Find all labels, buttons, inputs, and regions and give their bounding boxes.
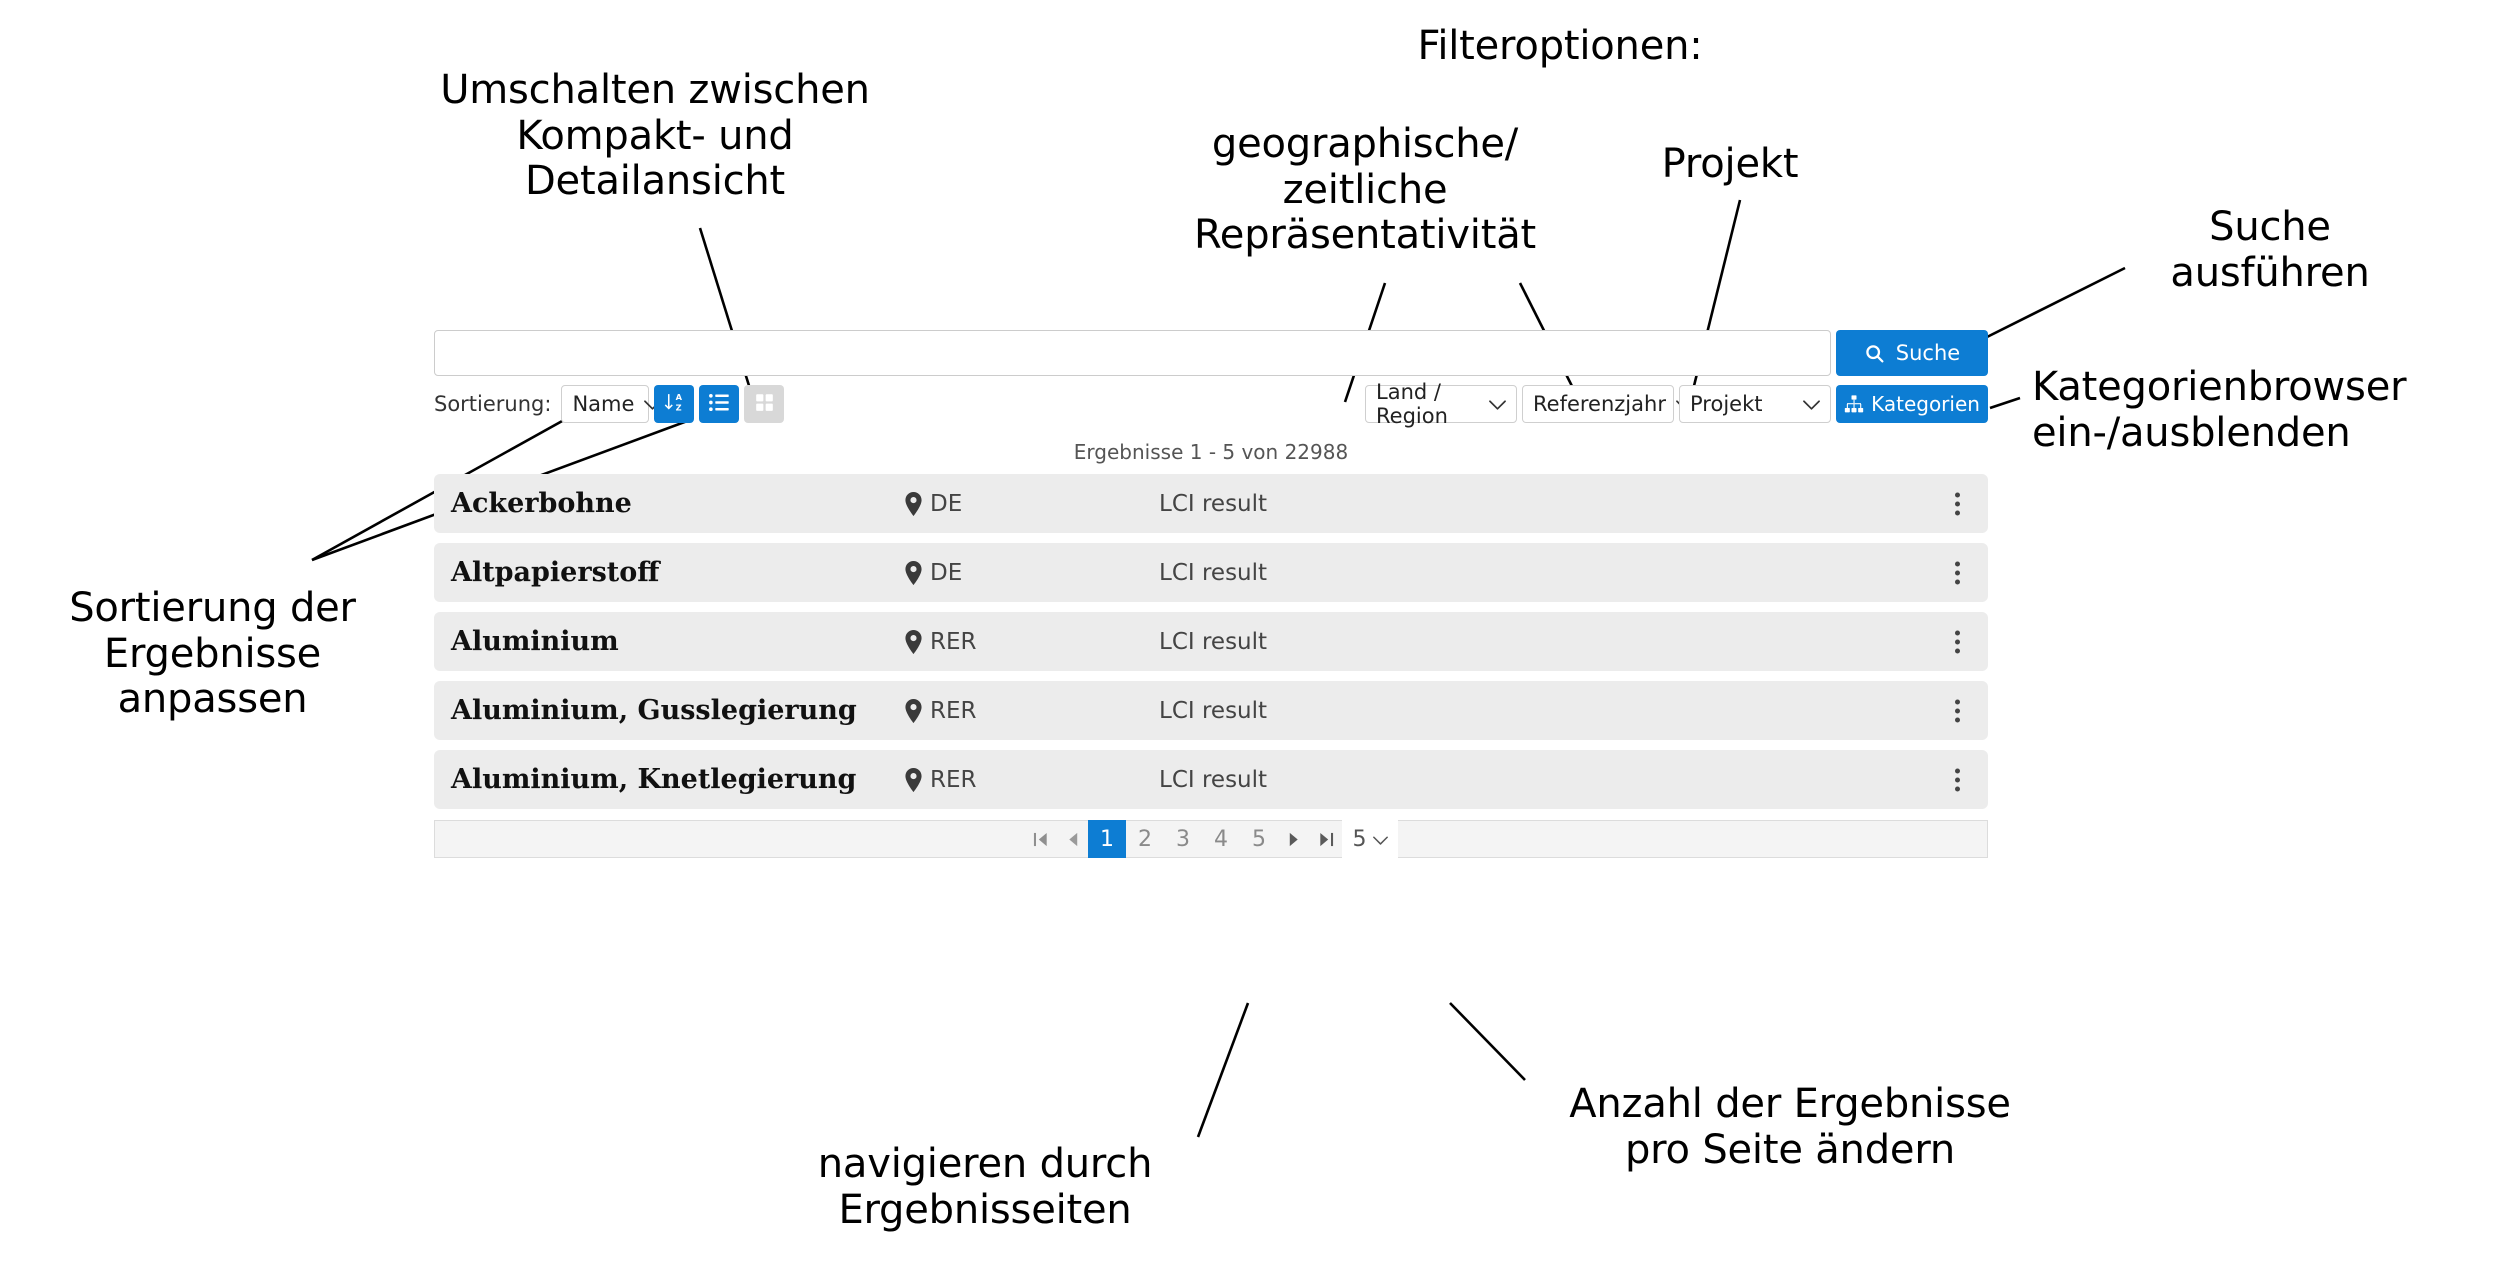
result-geo: RER [904,767,1159,793]
svg-text:Z: Z [676,403,682,413]
search-button-label: Suche [1895,341,1961,365]
map-pin-icon [904,767,923,792]
result-geo-label: DE [930,490,963,517]
table-row[interactable]: Aluminium, Gusslegierung RER LCI result [434,681,1988,740]
result-geo-label: RER [930,697,977,724]
search-bar: Suche [434,330,1988,376]
result-type: LCI result [1159,490,1268,517]
page-button-2[interactable]: 2 [1138,826,1152,852]
grid-view-button[interactable] [744,385,785,423]
kebab-menu-icon[interactable] [1951,557,1964,588]
search-icon [1864,343,1885,364]
map-pin-icon [904,560,923,585]
annotation-run-search: Suche ausführen [2170,204,2370,296]
annotation-page-size: Anzahl der Ergebnisse pro Seite ändern [1569,1081,2011,1173]
result-type: LCI result [1159,766,1268,793]
result-geo-label: RER [930,628,977,655]
search-input[interactable] [434,330,1831,376]
annotation-view-toggle: Umschalten zwischen Kompakt- und Detaila… [440,67,870,205]
last-page-icon[interactable] [1310,820,1342,858]
result-name: Aluminium, Knetlegierung [451,764,857,795]
first-page-icon[interactable] [1024,820,1056,858]
page-button-5[interactable]: 5 [1252,826,1266,852]
page-button-1[interactable]: 1 [1088,820,1126,858]
prev-page-icon[interactable] [1056,820,1088,858]
controls-row: Sortierung: Name A Z [434,380,1988,428]
kebab-menu-icon[interactable] [1951,695,1964,726]
sort-direction-button[interactable]: A Z [654,385,695,423]
result-geo: RER [904,629,1159,655]
result-geo-label: RER [930,766,977,793]
result-count: Ergebnisse 1 - 5 von 22988 [1073,440,1349,464]
next-page-icon[interactable] [1278,820,1310,858]
map-pin-icon [904,698,923,723]
search-button[interactable]: Suche [1836,330,1988,376]
kebab-menu-icon[interactable] [1951,488,1964,519]
chevron-down-icon [1372,827,1388,852]
categories-button-label: Kategorien [1871,392,1980,416]
chevron-down-icon [1803,392,1820,416]
sorting-label: Sortierung: [434,392,552,416]
result-type: LCI result [1159,697,1268,724]
kebab-menu-icon[interactable] [1951,764,1964,795]
page-size-select[interactable]: 5 [1342,820,1398,858]
categories-button[interactable]: Kategorien [1836,385,1988,423]
annotation-filter-title: Filteroptionen: [1417,23,1703,69]
table-row[interactable]: Aluminium RER LCI result [434,612,1988,671]
map-pin-icon [904,491,923,516]
result-name: Ackerbohne [451,488,632,519]
page-size-value: 5 [1352,826,1367,852]
project-filter[interactable]: Projekt [1679,385,1831,423]
sitemap-icon [1844,394,1864,414]
result-geo: DE [904,491,1159,517]
result-name: Aluminium [451,626,619,657]
project-value: Projekt [1690,392,1763,416]
map-pin-icon [904,629,923,654]
sort-field-value: Name [572,392,635,416]
reference-year-value: Referenzjahr [1533,392,1666,416]
sort-alpha-down-icon: A Z [663,391,686,417]
kebab-menu-icon[interactable] [1951,626,1964,657]
pagination: 1 2 3 4 5 5 [434,820,1988,858]
country-region-value: Land / Region [1376,380,1448,428]
result-type: LCI result [1159,628,1268,655]
result-geo-label: DE [930,559,963,586]
grid-view-icon [754,392,775,416]
list-view-icon [708,391,731,417]
country-region-filter[interactable]: Land / Region [1365,380,1517,428]
table-row[interactable]: Ackerbohne DE LCI result [434,474,1988,533]
result-type: LCI result [1159,559,1268,586]
page-button-3[interactable]: 3 [1176,826,1190,852]
annotation-project: Projekt [1661,141,1799,187]
annotation-sorting: Sortierung der Ergebnisse anpassen [69,585,356,723]
table-row[interactable]: Altpapierstoff DE LCI result [434,543,1988,602]
result-name: Altpapierstoff [451,557,660,588]
result-name: Aluminium, Gusslegierung [451,695,857,726]
sort-field-select[interactable]: Name [561,385,662,423]
annotation-navigate: navigieren durch Ergebnisseiten [817,1141,1153,1233]
page-button-4[interactable]: 4 [1214,826,1228,852]
annotation-category-browser: Kategorienbrowser ein-/ausblenden [2032,364,2407,456]
search-panel: Suche Sortierung: Name A Z [434,330,1988,858]
chevron-down-icon [1489,392,1506,416]
annotation-geo-time: geographische/ zeitliche Repräsentativit… [1193,121,1536,259]
result-geo: RER [904,698,1159,724]
result-geo: DE [904,560,1159,586]
svg-text:A: A [676,392,683,402]
list-view-button[interactable] [699,385,740,423]
table-row[interactable]: Aluminium, Knetlegierung RER LCI result [434,750,1988,809]
reference-year-filter[interactable]: Referenzjahr [1522,385,1693,423]
result-list: Ackerbohne DE LCI result Altpapierstoff … [434,474,1988,809]
